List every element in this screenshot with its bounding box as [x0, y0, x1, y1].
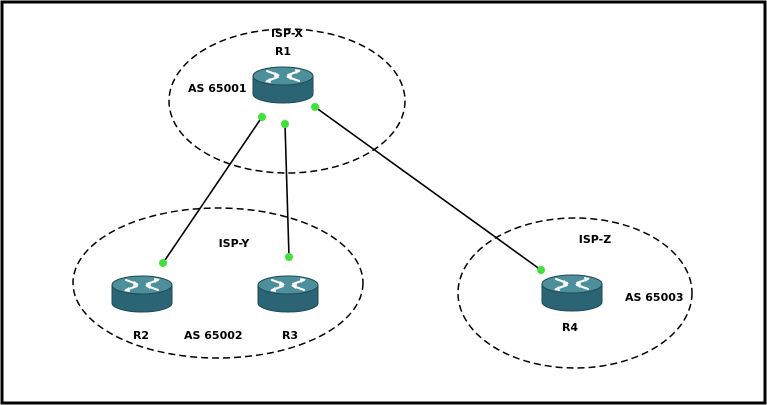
region-isp-x [168, 28, 406, 174]
router-icon [111, 275, 173, 313]
router-icon [252, 66, 314, 104]
port-r3-r1 [285, 253, 293, 261]
link-r1-r4 [314, 106, 542, 271]
isp-x-label: ISP-X [271, 27, 304, 40]
port-r1-r2 [258, 113, 266, 121]
router-icon [257, 275, 319, 313]
router-r2[interactable] [111, 275, 173, 313]
isp-y-label: ISP-Y [219, 237, 251, 250]
r2-label: R2 [133, 329, 149, 342]
router-r3[interactable] [257, 275, 319, 313]
router-r4[interactable] [541, 274, 603, 312]
as-65003-label: AS 65003 [625, 291, 684, 304]
r3-label: R3 [282, 329, 298, 342]
r1-label: R1 [275, 45, 291, 58]
port-r2-r1 [159, 259, 167, 267]
as-65001-label: AS 65001 [188, 82, 247, 95]
link-r1-r2 [162, 116, 263, 264]
port-r1-r4 [311, 103, 319, 111]
port-r1-r3 [281, 120, 289, 128]
router-icon [541, 274, 603, 312]
region-isp-z [457, 217, 693, 369]
region-isp-y [72, 207, 364, 359]
router-r1[interactable] [252, 66, 314, 104]
as-65002-label: AS 65002 [184, 329, 243, 342]
link-r1-r3 [284, 123, 290, 258]
r4-label: R4 [562, 321, 578, 334]
port-r4-r1 [537, 266, 545, 274]
isp-z-label: ISP-Z [579, 233, 611, 246]
